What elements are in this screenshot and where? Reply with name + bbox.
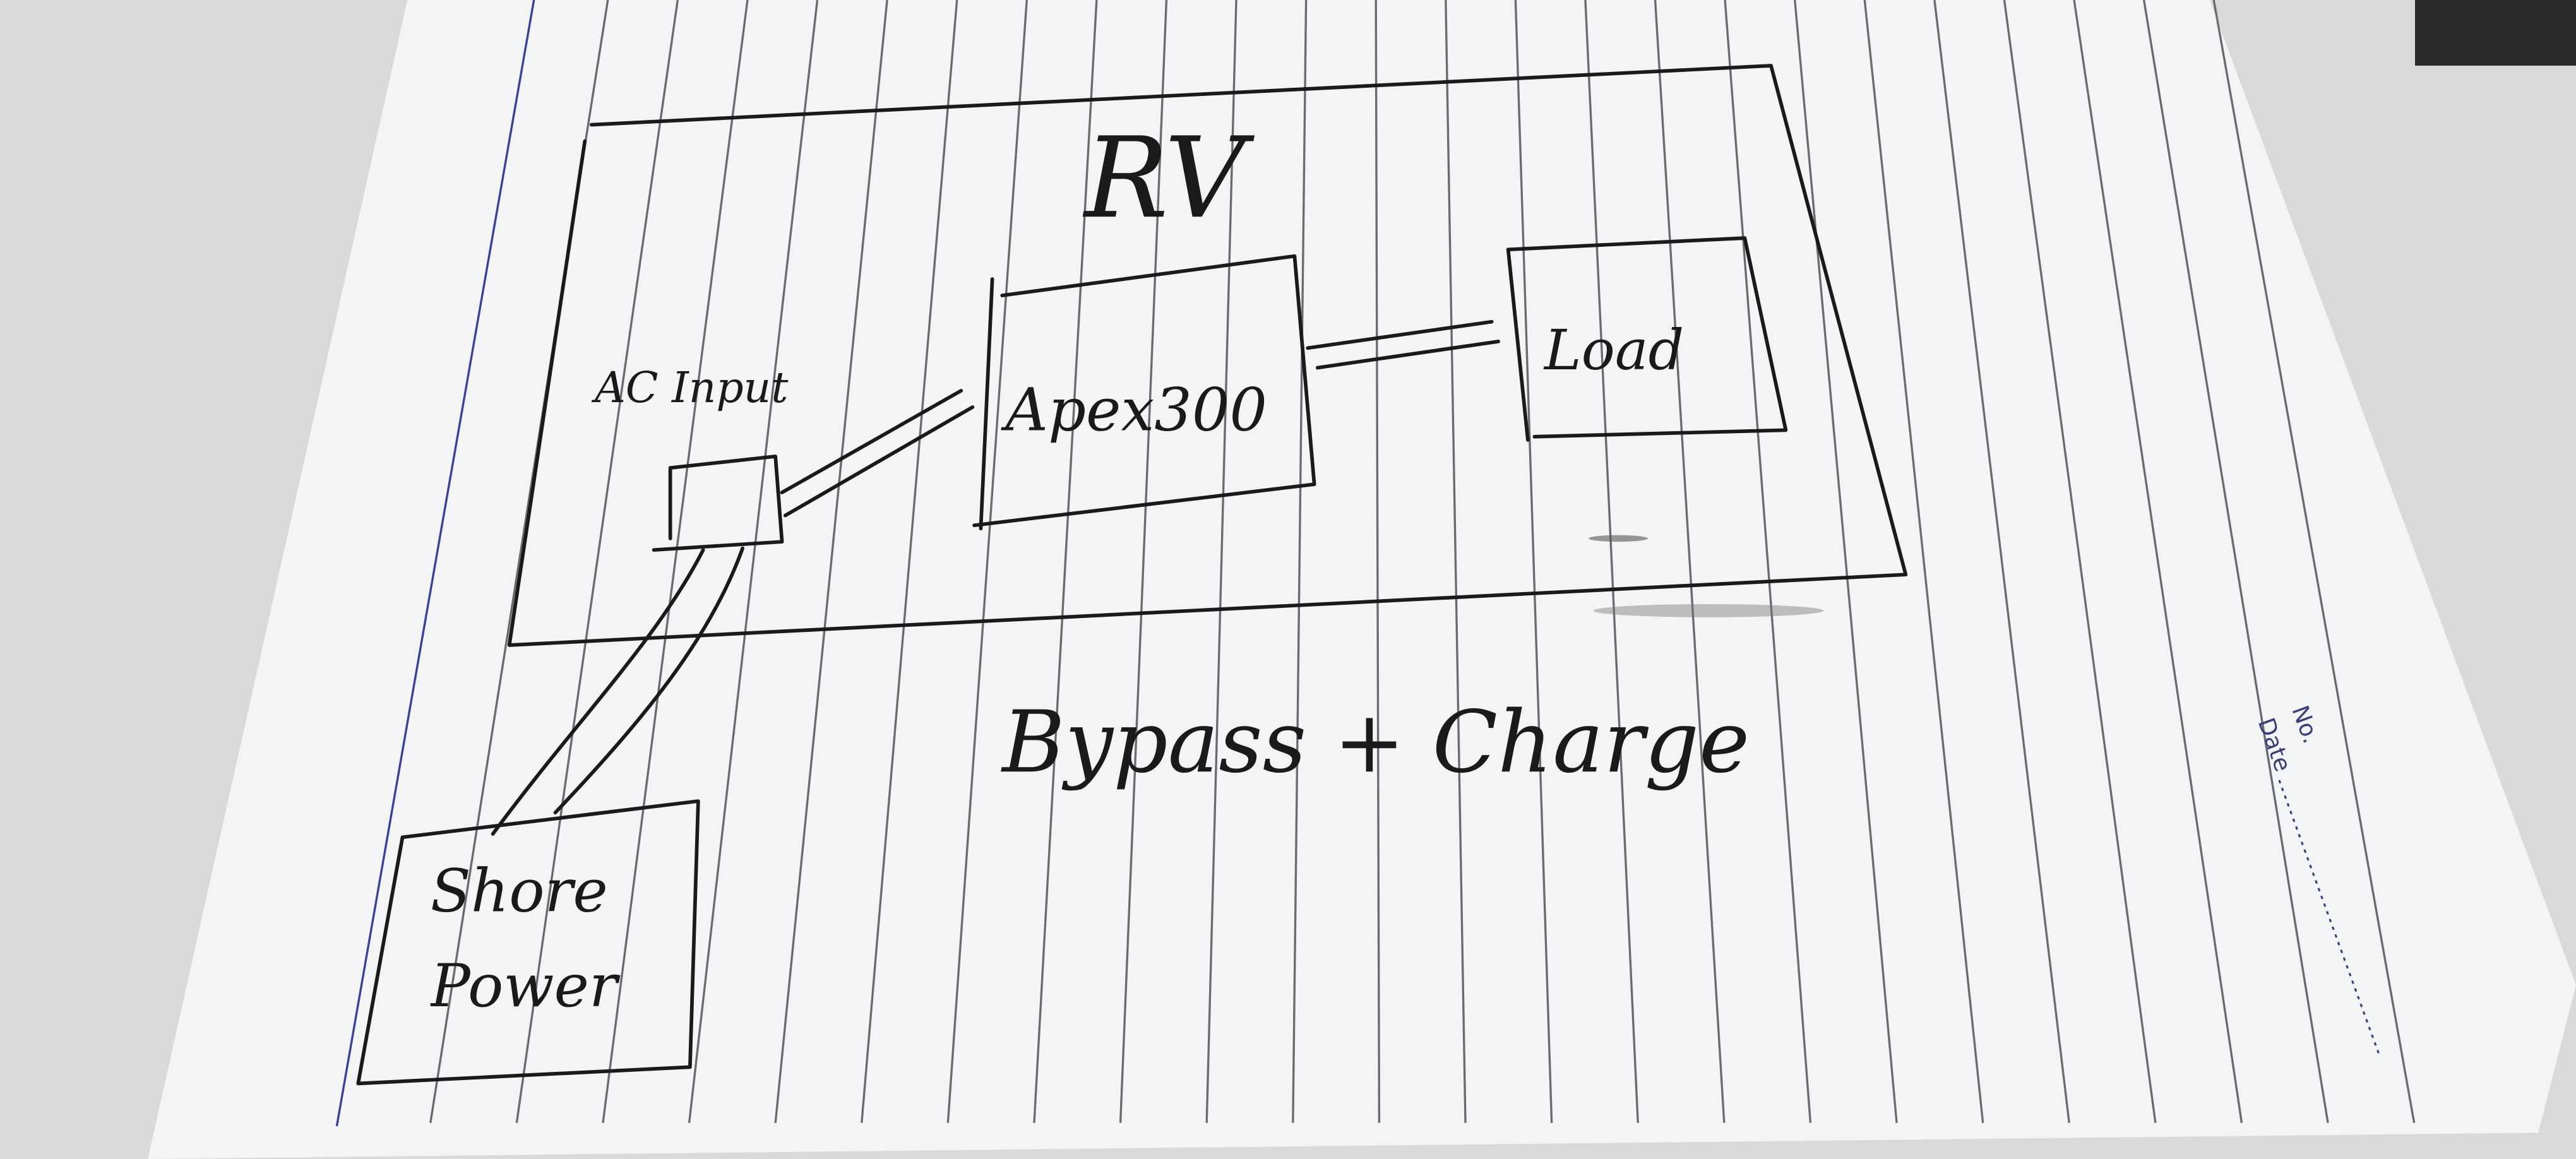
caption: Bypass + Charge xyxy=(1000,692,1750,792)
ink-smudge xyxy=(1589,535,1648,542)
ruled-line xyxy=(1514,0,1553,1123)
ruled-line xyxy=(1654,0,1726,1123)
ac-input-box xyxy=(652,455,784,552)
ruled-line xyxy=(1933,0,2070,1123)
edge-shore-to-ac-input xyxy=(491,546,744,836)
rv-label: RV xyxy=(1082,113,1255,243)
ac-input-label: AC Input xyxy=(591,362,789,412)
ruled-line xyxy=(1119,0,1168,1123)
ruled-line xyxy=(1205,0,1237,1123)
ruled-line xyxy=(602,0,749,1124)
ruled-line xyxy=(2212,0,2416,1124)
edge-ac-input-to-apex xyxy=(780,389,975,518)
ink-smudge xyxy=(1593,604,1824,617)
shore-power-label: Shore Power xyxy=(430,859,617,1021)
ruled-line xyxy=(515,0,679,1124)
margin-line xyxy=(335,0,535,1127)
ruled-line xyxy=(861,0,958,1123)
ruled-lines xyxy=(429,0,2416,1124)
apex-box xyxy=(972,254,1316,531)
load-label: Load xyxy=(1543,318,1684,383)
ruled-line xyxy=(2073,0,2243,1124)
ruled-line xyxy=(2003,0,2157,1124)
apex-label: Apex300 xyxy=(1000,376,1267,444)
ruled-line xyxy=(1724,0,1812,1123)
ruled-line xyxy=(688,0,819,1123)
shore-power-box xyxy=(356,799,700,1086)
ruled-line xyxy=(1374,0,1381,1123)
ruled-line xyxy=(1863,0,1984,1123)
ruled-line xyxy=(1445,0,1467,1123)
ruled-line xyxy=(1292,0,1308,1123)
ruled-line xyxy=(1584,0,1639,1123)
ruled-line xyxy=(1033,0,1098,1123)
edge-apex-to-load xyxy=(1306,319,1500,370)
rv-box xyxy=(507,64,1908,647)
ruled-line xyxy=(1794,0,1898,1123)
ruled-line xyxy=(946,0,1028,1123)
load-box xyxy=(1506,236,1788,442)
ruled-line xyxy=(2142,0,2329,1124)
ruled-line xyxy=(774,0,888,1123)
dark-object xyxy=(2415,0,2576,66)
